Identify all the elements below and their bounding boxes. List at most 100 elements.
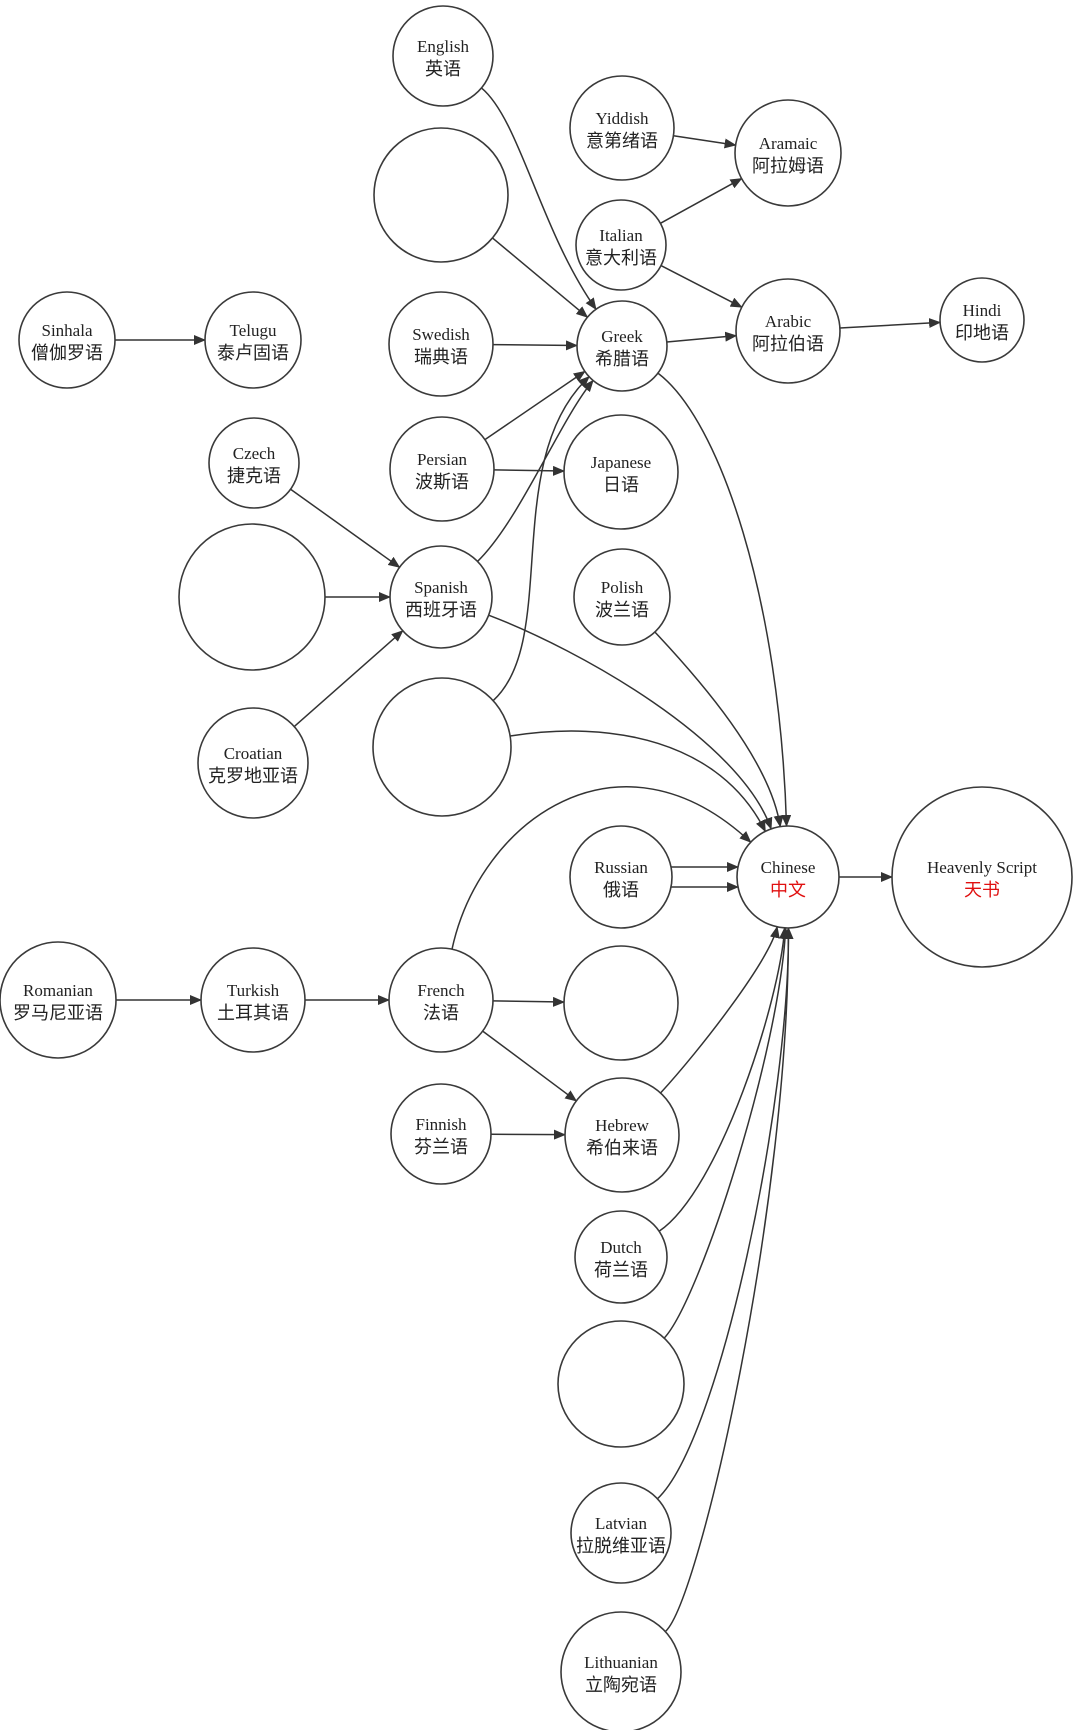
node-latvian: Latvian 拉脱维亚语 xyxy=(570,1482,672,1584)
node-circle-heavenly xyxy=(891,786,1073,968)
node-hebrew: Hebrew 希伯来语 xyxy=(564,1077,680,1193)
node-circle-yiddish xyxy=(569,75,675,181)
node-label-en-polish: Polish xyxy=(601,578,644,597)
edge-czech-to-spanish xyxy=(290,488,401,568)
node-circle-turkish xyxy=(200,947,306,1053)
edge-yiddish-to-aramaic xyxy=(673,135,737,149)
node-circle-spanish xyxy=(389,545,493,649)
node-label-zh-czech: 捷克语 xyxy=(227,466,281,487)
node-circle-sinhala xyxy=(18,291,116,389)
node-label-zh-sinhala: 僧伽罗语 xyxy=(31,343,103,364)
node-label-zh-chinese: 中文 xyxy=(770,880,806,901)
node-circle-croatian xyxy=(197,707,309,819)
edge-persian-to-greek xyxy=(484,370,586,441)
node-label-en-croatian: Croatian xyxy=(224,744,283,763)
node-label-zh-hebrew: 希伯来语 xyxy=(586,1138,658,1159)
node-blank3 xyxy=(372,677,512,817)
node-circle-aramaic xyxy=(734,99,842,207)
node-label-zh-latvian: 拉脱维亚语 xyxy=(576,1536,666,1557)
node-circle-blank1 xyxy=(373,127,509,263)
node-label-zh-telugu: 泰卢固语 xyxy=(217,343,289,364)
node-czech: Czech 捷克语 xyxy=(208,417,300,509)
node-italian: Italian 意大利语 xyxy=(575,199,667,291)
edge-greek-to-chinese xyxy=(657,372,792,828)
node-circle-blank4 xyxy=(563,945,679,1061)
edge-spanish-to-chinese xyxy=(488,614,773,830)
node-label-en-chinese: Chinese xyxy=(761,858,816,877)
node-circle-russian xyxy=(569,825,673,929)
node-label-en-czech: Czech xyxy=(233,444,276,463)
node-circle-japanese xyxy=(563,414,679,530)
node-label-zh-yiddish: 意第绪语 xyxy=(586,131,658,152)
node-croatian: Croatian 克罗地亚语 xyxy=(197,707,309,819)
node-circle-czech xyxy=(208,417,300,509)
edge-dutch-to-chinese xyxy=(658,926,789,1232)
node-label-en-turkish: Turkish xyxy=(227,981,280,1000)
node-polish: Polish 波兰语 xyxy=(573,548,671,646)
node-label-en-russian: Russian xyxy=(594,858,648,877)
node-circle-lithuanian xyxy=(560,1611,682,1730)
node-circle-hindi xyxy=(939,277,1025,363)
node-label-zh-aramaic: 阿拉姆语 xyxy=(752,156,824,177)
node-label-zh-arabic: 阿拉伯语 xyxy=(752,334,824,355)
node-circle-french xyxy=(388,947,494,1053)
node-circle-swedish xyxy=(388,291,494,397)
node-label-en-sinhala: Sinhala xyxy=(42,321,93,340)
edge-italian-to-arabic xyxy=(660,264,743,308)
node-label-en-romanian: Romanian xyxy=(23,981,93,1000)
edge-swedish-to-greek xyxy=(492,340,579,351)
node-label-en-hindi: Hindi xyxy=(963,301,1002,320)
node-label-en-latvian: Latvian xyxy=(595,1514,647,1533)
node-label-en-hebrew: Hebrew xyxy=(595,1116,650,1135)
node-label-zh-polish: 波兰语 xyxy=(595,600,649,621)
node-circle-telugu xyxy=(204,291,302,389)
node-label-zh-french: 法语 xyxy=(423,1003,459,1024)
node-telugu: Telugu 泰卢固语 xyxy=(204,291,302,389)
node-label-zh-greek: 希腊语 xyxy=(595,349,649,370)
node-swedish: Swedish 瑞典语 xyxy=(388,291,494,397)
edge-arabic-to-hindi xyxy=(839,318,942,329)
node-label-en-italian: Italian xyxy=(599,226,643,245)
node-aramaic: Aramaic 阿拉姆语 xyxy=(734,99,842,207)
edge-french-to-hebrew xyxy=(482,1030,578,1102)
node-label-en-aramaic: Aramaic xyxy=(759,134,818,153)
node-label-en-persian: Persian xyxy=(417,450,468,469)
edge-latvian-to-chinese xyxy=(656,926,794,1500)
edge-blank3-to-greek xyxy=(492,376,590,702)
edge-blank1-to-greek xyxy=(491,237,589,318)
node-label-zh-croatian: 克罗地亚语 xyxy=(208,766,298,787)
node-circle-polish xyxy=(573,548,671,646)
edge-french-to-blank4 xyxy=(492,996,566,1007)
node-label-en-japanese: Japanese xyxy=(591,453,651,472)
edge-hebrew-to-chinese xyxy=(659,925,780,1094)
node-label-en-dutch: Dutch xyxy=(600,1238,642,1257)
node-label-en-swedish: Swedish xyxy=(412,325,470,344)
node-circle-blank2 xyxy=(178,523,326,671)
node-label-zh-turkish: 土耳其语 xyxy=(217,1003,289,1024)
edge-lithuanian-to-chinese xyxy=(664,926,794,1633)
node-label-zh-dutch: 荷兰语 xyxy=(594,1260,648,1281)
edge-blank5-to-chinese xyxy=(663,926,791,1339)
node-label-en-telugu: Telugu xyxy=(230,321,277,340)
edge-persian-to-japanese xyxy=(493,465,566,476)
node-circle-greek xyxy=(576,300,668,392)
node-label-zh-english: 英语 xyxy=(425,59,461,80)
node-circle-blank3 xyxy=(372,677,512,817)
node-label-en-lithuanian: Lithuanian xyxy=(584,1653,658,1672)
node-label-zh-italian: 意大利语 xyxy=(585,248,657,269)
node-circle-english xyxy=(392,5,494,107)
node-label-zh-swedish: 瑞典语 xyxy=(414,347,468,368)
node-label-en-heavenly: Heavenly Script xyxy=(927,858,1037,877)
